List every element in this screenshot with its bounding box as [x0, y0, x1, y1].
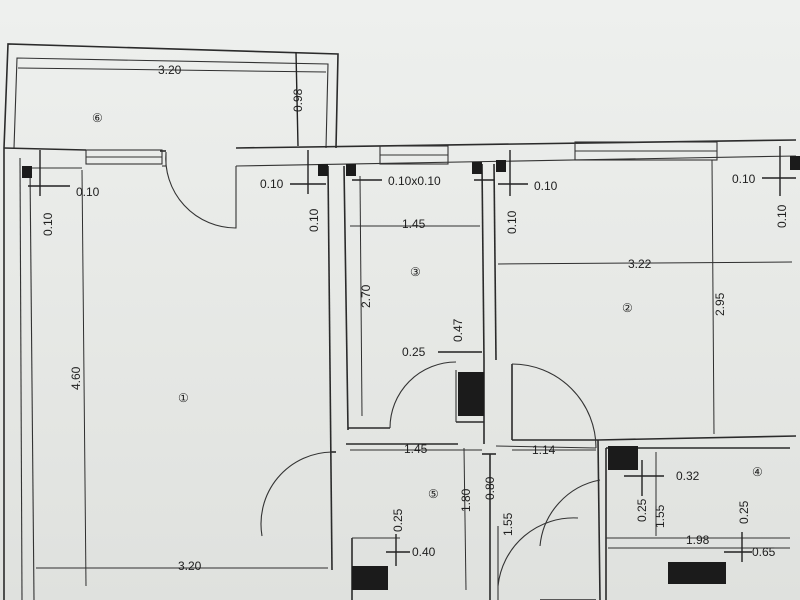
dim-room2-height: 2.95 — [713, 292, 727, 316]
dimension-lines — [17, 51, 796, 591]
room-4-label: ④ — [752, 465, 763, 479]
dim-room1-height: 4.60 — [69, 366, 83, 390]
dim-r4-right-h: 0.25 — [737, 500, 751, 524]
dim-r5-duct-w: 0.40 — [412, 545, 436, 559]
doors — [165, 151, 601, 587]
dim-r5-duct-h: 0.25 — [391, 508, 405, 532]
dim-col-left-h: 0.10 — [41, 212, 55, 236]
dim-col-left-w: 0.10 — [76, 185, 100, 199]
room-3-label: ③ — [410, 265, 421, 279]
room-6-label: ⑥ — [92, 111, 103, 125]
balcony-walls — [3, 43, 339, 149]
dim-r4-height: 1.55 — [653, 504, 667, 528]
dim-r4-width: 1.98 — [686, 533, 710, 547]
room-labels: ⑥ ① ③ ② ④ ⑤ — [92, 111, 763, 501]
dim-hall-post-h: 1.55 — [501, 512, 515, 536]
dim-room3-width: 1.45 — [402, 217, 426, 231]
room-1-label: ① — [178, 391, 189, 405]
dim-col-room3: 0.10x0.10 — [388, 174, 441, 188]
dim-room1-width: 3.20 — [178, 559, 202, 573]
dim-r4-right-w: 0.65 — [752, 545, 776, 559]
dim-balcony-width: 3.20 — [158, 63, 182, 77]
dim-r4-duct-h: 0.25 — [635, 498, 649, 522]
dim-col-r2-h: 0.10 — [505, 210, 519, 234]
dim-room2-width: 3.22 — [628, 257, 652, 271]
dim-hall-width: 1.45 — [404, 442, 428, 456]
dim-duct-height: 0.47 — [451, 318, 465, 342]
dim-col-mid-w: 0.10 — [260, 177, 284, 191]
dim-col-right-h: 0.10 — [775, 204, 789, 228]
dim-room3-height: 2.70 — [359, 284, 373, 308]
dim-r4-duct-w: 0.32 — [676, 469, 700, 483]
columns — [22, 156, 800, 590]
room-2-label: ② — [622, 301, 633, 315]
dim-hall-height: 1.80 — [459, 488, 473, 512]
dim-hall-right: 1.14 — [532, 443, 556, 457]
dim-col-r2-w: 0.10 — [534, 179, 558, 193]
dim-balcony-depth: 0.98 — [291, 88, 305, 112]
dim-duct-width: 0.25 — [402, 345, 426, 359]
dim-hall-post: 0.80 — [483, 476, 497, 500]
dim-col-right-w: 0.10 — [732, 172, 756, 186]
dim-col-mid-h: 0.10 — [307, 208, 321, 232]
dimension-labels: 3.20 0.98 0.10 0.10 0.10 0.10 0.10x0.10 … — [41, 63, 789, 573]
room-5-label: ⑤ — [428, 487, 439, 501]
